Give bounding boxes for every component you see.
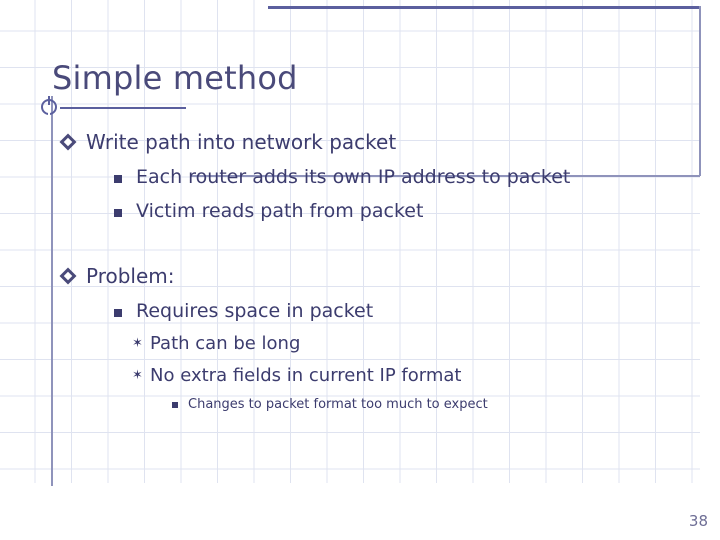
- diamond-icon: [59, 124, 86, 160]
- bullet-text: Write path into network packet: [86, 130, 397, 154]
- bullet-line-7: ✶ No extra fields in current IP format: [60, 360, 700, 392]
- body-horizontal-rule: [190, 175, 700, 177]
- bullet-line-3: Victim reads path from packet: [60, 194, 700, 228]
- square-small-icon: [170, 392, 188, 418]
- bullet-line-6: ✶ Path can be long: [60, 328, 700, 360]
- bullet-text: Each router adds its own IP address to p…: [136, 166, 571, 188]
- bullet-text: Problem:: [86, 264, 175, 288]
- bullet-text: No extra fields in current IP format: [150, 365, 462, 386]
- bullet-text: Changes to packet format too much to exp…: [188, 397, 488, 412]
- page-number: 38: [688, 512, 708, 530]
- spacer: [60, 228, 700, 258]
- circle-ornament-icon: [41, 96, 63, 121]
- bullet-line-5: Requires space in packet: [60, 294, 700, 328]
- page-title: Simple method: [52, 59, 298, 98]
- square-icon: [112, 194, 136, 228]
- bullet-text: Victim reads path from packet: [136, 200, 424, 222]
- grid-mask-bottom: [0, 483, 720, 540]
- slide-body: Write path into network packet Each rout…: [59, 124, 700, 418]
- star-icon: ✶: [132, 368, 143, 383]
- star-icon: ✶: [132, 336, 143, 351]
- top-rule: [268, 6, 700, 9]
- square-icon: [112, 160, 136, 194]
- diamond-icon: [59, 258, 86, 294]
- bullet-line-4: Problem:: [59, 258, 700, 294]
- title-underline-rule: [60, 107, 186, 109]
- bullet-text: Requires space in packet: [136, 300, 374, 322]
- grid-mask-right: [700, 0, 720, 540]
- left-vertical-rule: [51, 96, 53, 486]
- bullet-line-2: Each router adds its own IP address to p…: [60, 160, 700, 194]
- square-icon: [112, 294, 136, 328]
- bullet-line-1: Write path into network packet: [59, 124, 700, 160]
- bullet-line-8: Changes to packet format too much to exp…: [60, 392, 700, 418]
- bullet-text: Path can be long: [150, 333, 301, 354]
- right-vertical-rule: [699, 6, 701, 176]
